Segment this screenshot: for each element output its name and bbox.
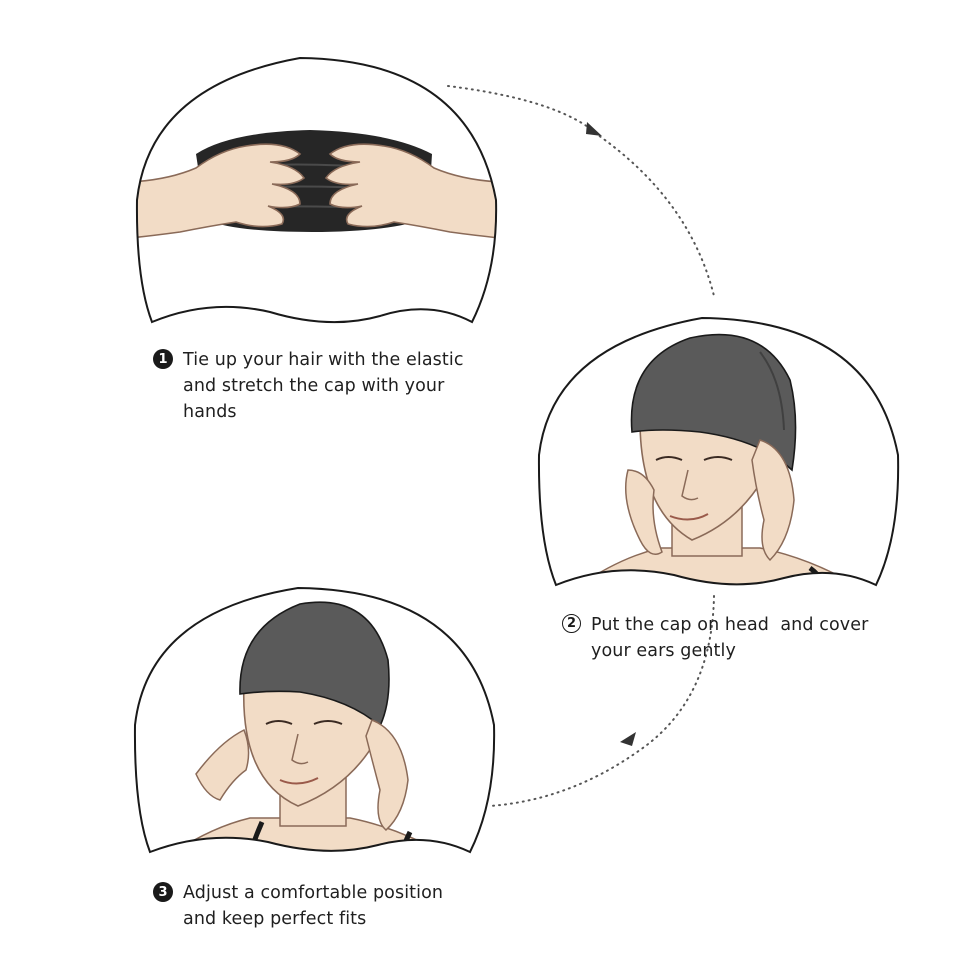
step-1-line-3: hands: [183, 402, 237, 422]
flow-arrow-1-to-2: [447, 85, 715, 297]
step-2-illustration: [537, 316, 900, 587]
step-3-line-1: Adjust a comfortable position: [183, 883, 444, 903]
flow-arrow-2-to-3: [489, 595, 715, 807]
step-3-number-badge: 3: [153, 882, 173, 902]
step-3-illustration: [133, 586, 496, 854]
step-3-text: Adjust a comfortable position and keep p…: [183, 880, 443, 932]
step-1-illustration: [135, 56, 498, 324]
step-2-number-badge: 2: [562, 614, 581, 633]
step-1-line-2: and stretch the cap with your: [183, 376, 445, 396]
step-1-number-badge: 1: [153, 349, 173, 369]
flow-arrows: [447, 85, 715, 807]
step-1-text: Tie up your hair with the elastic and st…: [183, 347, 464, 425]
step-2-caption: 2 Put the cap on head and cover your ear…: [562, 612, 868, 664]
step-1-caption: 1 Tie up your hair with the elastic and …: [153, 347, 464, 425]
step-2-line-1: Put the cap on head and cover: [591, 615, 869, 635]
step-1-line-1: Tie up your hair with the elastic: [183, 350, 464, 370]
arrowhead-icon: [620, 732, 636, 746]
arrowhead-icon: [586, 122, 602, 136]
step-2-text: Put the cap on head and cover your ears …: [591, 612, 868, 664]
step-2-line-2: your ears gently: [591, 641, 736, 661]
step-3-caption: 3 Adjust a comfortable position and keep…: [153, 880, 443, 932]
step-3-line-2: and keep perfect fits: [183, 909, 367, 929]
